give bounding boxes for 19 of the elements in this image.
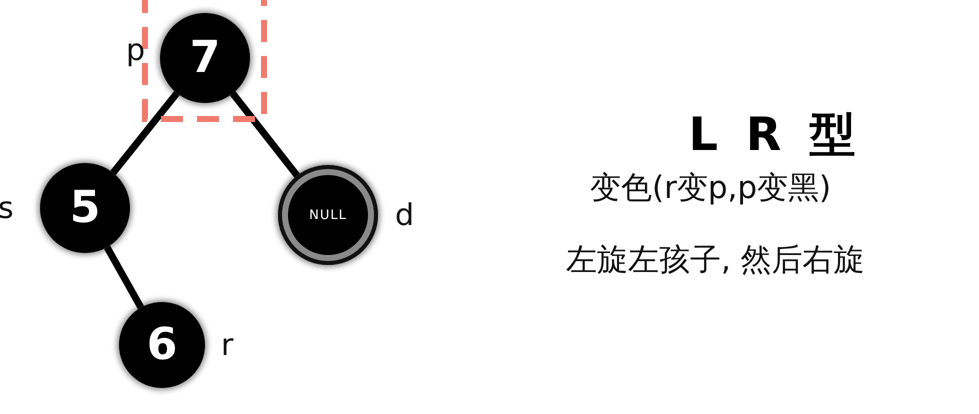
node-name-label: r <box>221 331 234 361</box>
tree-edge <box>230 91 300 178</box>
node-name-label: p <box>126 36 146 66</box>
node-name-label: s <box>0 194 14 224</box>
tree-node-circle <box>160 13 250 103</box>
null-leaf-circle <box>278 165 378 265</box>
node-name-label: d <box>395 201 414 231</box>
tree-node-circle <box>40 163 130 253</box>
title: L R 型 <box>688 106 862 163</box>
node-key: 5 <box>70 186 100 230</box>
node-label: NULL <box>309 208 347 222</box>
tree-edge <box>104 246 144 310</box>
note-text: 变色(r变p,p变黑) <box>590 170 832 208</box>
node-key: 7 <box>190 36 220 80</box>
tree-edge <box>110 90 180 176</box>
note-text: 左旋左孩子, 然后右旋 <box>566 242 865 280</box>
highlight-box <box>142 0 267 122</box>
node-key: 6 <box>146 323 178 367</box>
tree-node-circle <box>119 302 205 388</box>
